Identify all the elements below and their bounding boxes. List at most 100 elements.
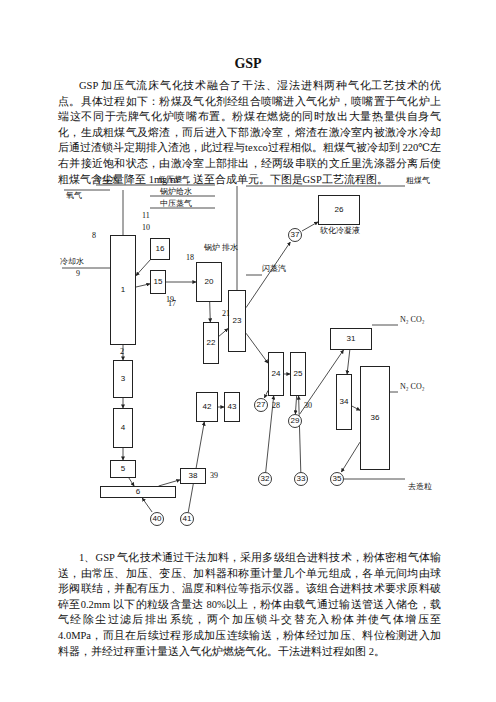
- callout-number: 15: [154, 278, 163, 286]
- pipe-connector: [209, 302, 211, 322]
- callout-number: 32: [261, 475, 270, 483]
- callout-number: 40: [153, 515, 162, 523]
- callout-number: 20: [205, 278, 214, 286]
- equipment-box: 15: [150, 270, 166, 294]
- equipment-box: 3: [113, 360, 133, 398]
- callout-number: 1: [121, 286, 125, 294]
- diagram-label: N₂ CO₂: [400, 383, 424, 392]
- callout-number: 42: [203, 403, 212, 411]
- pump-symbol: 35: [330, 472, 344, 486]
- pump-symbol: 41: [180, 512, 194, 526]
- pipe-connector: [166, 282, 196, 283]
- callout-number: 29: [291, 417, 300, 425]
- diagram-label: N₂ CO₂: [400, 316, 424, 325]
- pipe-connector: [136, 260, 150, 276]
- diagram-label: 9: [76, 270, 80, 279]
- callout-number: 34: [340, 398, 349, 406]
- pipe-connector: [295, 396, 296, 414]
- pump-circle: [259, 473, 272, 486]
- diagram-label: 21: [222, 310, 230, 319]
- diagram-label: 氧气: [66, 192, 82, 201]
- diagram-label: 闪蒸汽: [262, 265, 286, 274]
- diagram-label: 8: [92, 232, 96, 241]
- water-pipe: [62, 268, 110, 269]
- gas-pipe: [372, 325, 398, 326]
- diagram-label: 18: [186, 254, 194, 263]
- equipment-box: 1: [110, 235, 136, 345]
- riser-pipe: [237, 186, 238, 290]
- pipe-connector: [188, 422, 204, 512]
- pump-symbol: 29: [288, 414, 302, 428]
- diagram-label: 19: [166, 296, 174, 305]
- water-header: [96, 185, 215, 186]
- pipe-connector: [246, 333, 268, 363]
- diagram-label: 30: [304, 402, 312, 411]
- pump-symbol: 37: [288, 228, 302, 242]
- diagram-label: 39: [210, 472, 218, 481]
- pipe-connector: [123, 398, 124, 408]
- equipment-box: 24: [268, 352, 284, 396]
- equipment-box: 5: [110, 460, 136, 478]
- pipe-connector: [129, 478, 134, 486]
- pump-symbol: 32: [258, 472, 272, 486]
- pump-circle: [151, 513, 164, 526]
- callout-number: 4: [121, 424, 125, 432]
- oxygen-pipe: [64, 190, 110, 191]
- diagram-label: 冷却水: [94, 176, 118, 185]
- body-paragraph: 1、GSP 气化技术通过干法加料，采用多级组合进料技术，粉体密相气体输送，由常压…: [58, 550, 441, 659]
- pipe-connector: [123, 448, 124, 460]
- diagram-label: 11: [142, 212, 150, 221]
- callout-number: 36: [371, 414, 380, 422]
- pipe-connector: [302, 222, 318, 231]
- diagram-label: 28: [272, 402, 280, 411]
- diagram-label: 冷却水: [60, 258, 84, 267]
- equipment-box: 43: [224, 392, 240, 422]
- callout-number: 25: [294, 370, 303, 378]
- drain-pipe: [344, 479, 405, 480]
- pipe-connector: [299, 396, 301, 472]
- equipment-box: 22: [203, 322, 219, 364]
- page-title: GSP: [0, 56, 496, 72]
- pump-circle: [289, 229, 302, 242]
- gas-pipe: [390, 392, 398, 393]
- callout-number: 43: [228, 403, 237, 411]
- diagram-label: 10: [142, 224, 150, 233]
- callout-number: 24: [272, 370, 281, 378]
- equipment-box: 16: [150, 238, 170, 260]
- pump-symbol: 40: [150, 512, 164, 526]
- callout-number: 35: [333, 475, 342, 483]
- diagram-label: 锅炉 排水: [204, 244, 238, 253]
- pump-circle: [255, 399, 268, 412]
- callout-number: 3: [121, 375, 125, 383]
- burner-pipe: [123, 190, 124, 235]
- diagram-label: 软化冷凝液: [320, 227, 360, 236]
- equipment-box: 6: [100, 486, 176, 498]
- pipe-connector: [347, 350, 350, 374]
- equipment-box: 26: [318, 195, 360, 225]
- callout-number: 38: [189, 472, 198, 480]
- callout-number: 16: [156, 245, 165, 253]
- pump-symbol: 33: [294, 472, 308, 486]
- syngas-pipe: [246, 186, 405, 187]
- equipment-box: 25: [290, 352, 306, 396]
- equipment-box: 23: [228, 290, 246, 352]
- pump-circle: [295, 473, 308, 486]
- diagram-label: 锅炉给水: [160, 188, 192, 197]
- equipment-box: 4: [113, 408, 133, 448]
- callout-number: 23: [233, 317, 242, 325]
- callout-number: 37: [291, 231, 300, 239]
- callout-number: 22: [207, 339, 216, 347]
- pipe-connector: [246, 242, 290, 308]
- equipment-box: 34: [336, 374, 352, 430]
- callout-number: 41: [183, 515, 192, 523]
- diagram-label: 去造粒: [408, 483, 432, 492]
- diagram-label: 2: [120, 348, 124, 357]
- equipment-box: 20: [196, 262, 222, 302]
- pipe-connector: [142, 498, 152, 512]
- callout-number: 33: [297, 475, 306, 483]
- pipe-connector: [136, 284, 150, 287]
- equipment-box: 31: [330, 328, 372, 350]
- callout-number: 5: [121, 465, 125, 473]
- diagram-label: 中压蒸气: [160, 200, 192, 209]
- pump-circle: [289, 415, 302, 428]
